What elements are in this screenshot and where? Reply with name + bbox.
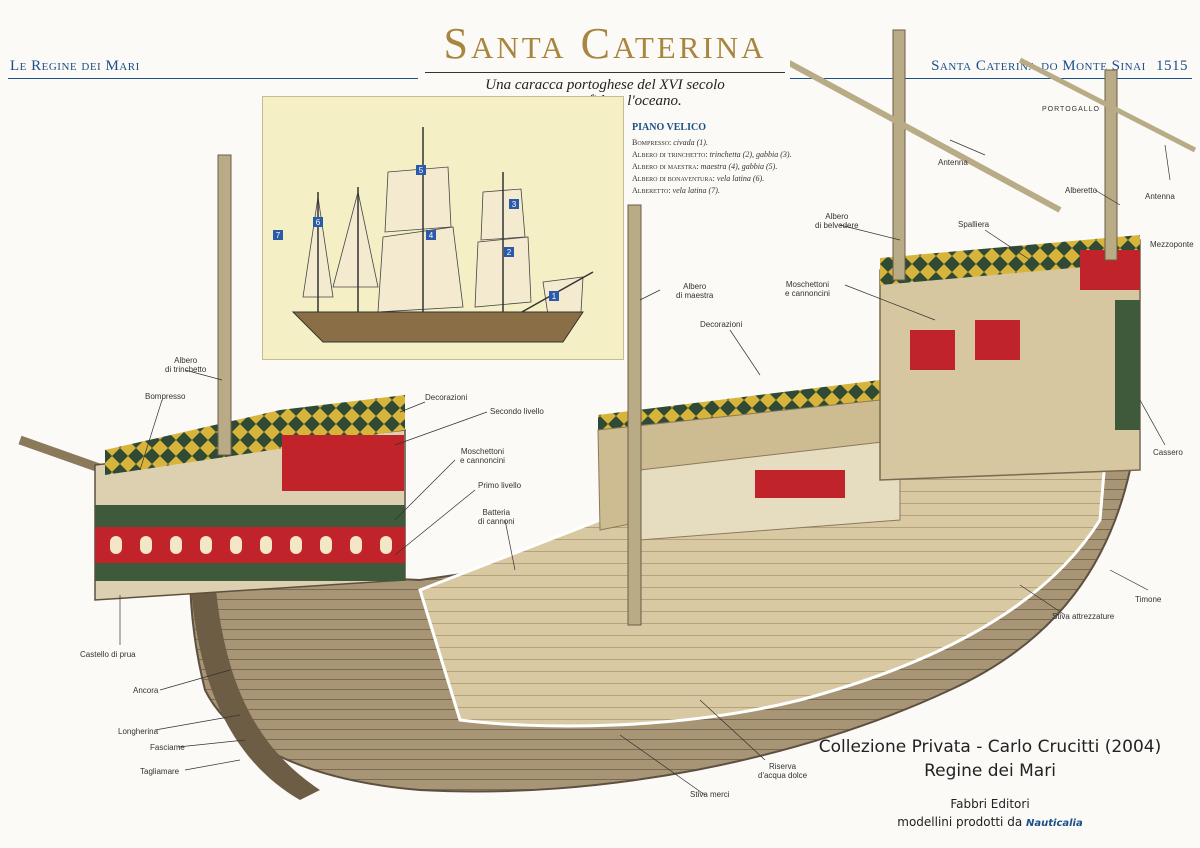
ship-year: 1515 <box>1156 58 1188 74</box>
sail-6 <box>332 191 379 288</box>
page-title: Santa Caterina <box>443 19 767 68</box>
inset-num-2: 2 <box>507 248 512 257</box>
credit-series: Regine dei Mari <box>924 761 1056 781</box>
sail-plan-line: Albero di bonaventura: vela latina (6). <box>632 174 765 183</box>
callout-antenna-2: Antenna <box>1145 192 1175 201</box>
nauticalia-logo: Nauticalia <box>1026 818 1083 829</box>
callout-timone: Timone <box>1135 595 1162 604</box>
forecastle-green-band <box>95 505 405 527</box>
series-title: Le Regine dei Mari <box>10 58 140 74</box>
callout-albero-trinchetto: Albero di trinchetto <box>165 356 207 374</box>
callout-primo-livello: Primo livello <box>478 481 522 490</box>
header-rule-right <box>790 78 1192 79</box>
yard-antenna-2 <box>1018 57 1197 153</box>
waist-decorations <box>598 380 880 430</box>
callout-fasciame: Fasciame <box>150 743 185 752</box>
mizzenmast <box>892 29 906 281</box>
callout-batteria: Batteria di cannoni <box>478 508 515 526</box>
callout-decorazioni-bow: Decorazioni <box>425 393 468 402</box>
sail-5 <box>384 166 452 233</box>
callout-mezzoponte: Mezzoponte <box>1150 240 1194 249</box>
sail-plan-line: Albero di trinchetto: trinchetta (2), ga… <box>632 150 792 159</box>
credit-block: Collezione Privata - Carlo Crucitti (200… <box>780 735 1200 833</box>
stern-red-panel-2 <box>975 320 1020 360</box>
mainmast <box>627 204 642 626</box>
callout-stiva-merci: Stiva merci <box>690 790 730 799</box>
credit-producer: modellini prodotti da Nauticalia <box>780 813 1200 833</box>
inset-num-6: 6 <box>316 218 321 227</box>
inset-num-7: 7 <box>276 231 281 240</box>
callout-castello-prua: Castello di prua <box>80 650 136 659</box>
callout-moschettoni-bow: Moschettoni e cannoncini <box>460 447 505 465</box>
callout-longherina: Longherina <box>118 727 159 736</box>
inset-hull <box>291 311 584 343</box>
callout-secondo-livello: Secondo livello <box>490 407 544 416</box>
credit-producer-text: modellini prodotti da <box>897 815 1023 829</box>
sail-plan-line: Alberetto: vela latina (7). <box>632 186 720 195</box>
stern-green-panel <box>1115 300 1140 430</box>
header-rule-left <box>8 78 418 79</box>
callout-albero-belvedere: Albero di belvedere <box>815 212 859 230</box>
sail-plan-legend: PIANO VELICO Bompresso: civada (1). Albe… <box>632 122 822 197</box>
stern-decorations <box>880 235 1140 285</box>
bonaventure-mast <box>1104 69 1118 261</box>
callout-moschettoni-stern: Moschettoni e cannoncini <box>785 280 830 298</box>
callout-bompresso: Bompresso <box>145 392 186 401</box>
gunports-bow <box>110 536 392 554</box>
ship-name-text: Santa Caterina do Monte Sinai <box>931 58 1146 74</box>
sail-plan-line: Bompresso: civada (1). <box>632 138 708 147</box>
callout-cassero: Cassero <box>1153 448 1183 457</box>
callout-alberetto: Alberetto <box>1065 186 1098 195</box>
forecastle-green-bottom <box>95 563 405 581</box>
cutaway-interior <box>418 398 1112 728</box>
callout-albero-maestra: Albero di maestra <box>676 282 714 300</box>
stern-red-panel-1 <box>910 330 955 370</box>
callout-tagliamare: Tagliamare <box>140 767 180 776</box>
inset-num-1: 1 <box>552 292 557 301</box>
sail-plan-drawing: 1 2 3 4 5 6 7 <box>273 127 594 343</box>
callout-antenna-1: Antenna <box>938 158 968 167</box>
deckhouse-red-band <box>755 470 845 498</box>
credit-collection: Collezione Privata - Carlo Crucitti (200… <box>818 737 1162 757</box>
forecastle-red-upper <box>282 435 404 491</box>
credit-publisher: Fabbri Editori <box>950 797 1030 811</box>
callout-decorazioni-mid: Decorazioni <box>700 320 743 329</box>
inset-num-5: 5 <box>419 166 424 175</box>
inset-num-4: 4 <box>429 231 434 240</box>
foremast <box>217 154 232 456</box>
callout-leaders <box>119 139 1171 796</box>
title-rule <box>425 72 785 73</box>
inset-num-3: 3 <box>512 200 517 209</box>
forecastle-decorations <box>105 395 405 475</box>
country-label: PORTOGALLO <box>1042 106 1100 113</box>
inset-number-badges <box>273 165 559 301</box>
sail-plan-heading: PIANO VELICO <box>632 122 706 133</box>
subtitle-line1: Una caracca portoghese del XVI secolo <box>485 77 725 93</box>
sail-4 <box>377 226 464 313</box>
sail-plan-inset: 1 2 3 4 5 6 7 <box>262 96 624 360</box>
callout-stiva-attrezzature: Stiva attrezzature <box>1052 612 1115 621</box>
callout-spalliera: Spalliera <box>958 220 990 229</box>
callout-riserva-acqua: Riserva d'acqua dolce <box>758 762 808 780</box>
callout-ancora: Ancora <box>133 686 159 695</box>
ship-full-name: Santa Caterina do Monte Sinai 1515 <box>931 58 1188 75</box>
sail-plan-line: Albero di maestra: maestra (4), gabbia (… <box>632 162 778 171</box>
